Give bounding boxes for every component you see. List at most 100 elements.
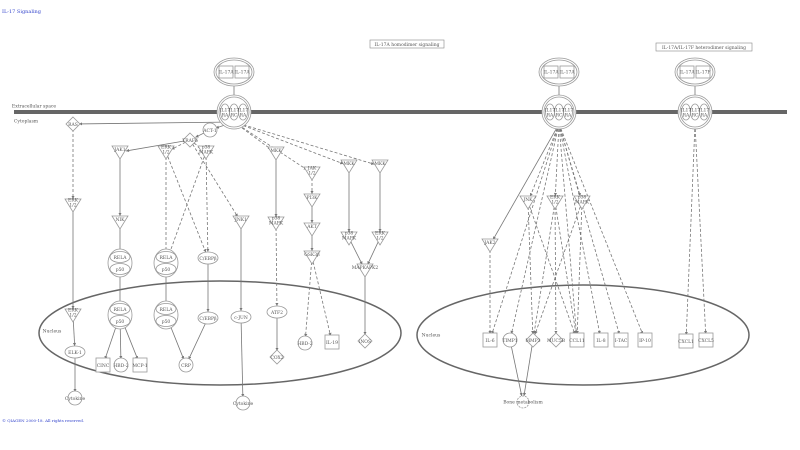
node-bone[interactable]: Bone metabolism [503,395,543,409]
node-label: TIMP1 [502,338,517,344]
node-hbd2a[interactable]: HBD-2 [113,357,129,373]
ligand-box [234,65,250,79]
ligand-label: IL-17A [543,70,559,76]
node-mcp1[interactable]: MCP-1 [132,357,148,373]
node-traf6[interactable]: TRAF6 [182,132,198,148]
edge-R0-ras [78,121,235,126]
edge-R2-cxcl5 [694,123,708,335]
node-label: c-JUN [234,315,248,321]
nucleus-right-label: Nucleus [422,333,441,339]
edge-R1-ccl11 [558,123,578,335]
copyright-notice[interactable]: © QIAGEN 2000-18. All rights reserved. [2,418,85,423]
node-jak2[interactable]: JAK2 [481,238,499,253]
node-nik[interactable]: NIK [111,215,129,230]
edge-p38_c-atf2 [275,222,279,307]
node-crp[interactable]: CRP [178,357,194,373]
node-inos[interactable]: iNOS [357,333,373,349]
node-label: MUC5B [547,338,566,344]
node-cyto-a[interactable]: Cytokine [65,390,86,406]
node-atf2[interactable]: ATF2 [266,305,288,319]
edge-p38_b-cebp [205,151,210,253]
node-cyto-b[interactable]: Cytokine [233,395,254,411]
node-cinc[interactable]: CINC [95,357,111,373]
edge-p38_r-ccl11 [575,201,583,335]
node-act1[interactable]: ACT-1 [202,122,218,138]
node-label: C/EBPβ [199,316,217,322]
ligand-box [695,65,711,79]
node-label: MKK [343,161,355,167]
receptor-subunit [563,103,573,121]
legend-box-homodimer: IL-17A homodimer signaling [369,39,445,49]
node-elk1[interactable]: ELK-1 [64,345,86,359]
node-label: Cytokine [65,396,86,402]
node-ccl11[interactable]: CCL11 [569,332,585,348]
node-cjun[interactable]: c-JUN [230,310,252,324]
cytoplasm-label: Cytoplasm [14,119,39,125]
node-cxcl1[interactable]: CXCL1 [678,333,694,349]
node-jnk-r[interactable]: JNK [519,195,537,210]
node-ras[interactable]: RAS [65,116,81,132]
node-gsk3b[interactable]: GSK3β [303,250,321,265]
node-jnk1[interactable]: JNK1 [232,215,250,230]
svg-text:IL-17A/IL-17F heterodimer sign: IL-17A/IL-17F heterodimer signaling [662,45,746,51]
node-timp1[interactable]: TIMP1 [502,332,518,348]
node-akt[interactable]: AKT [303,222,321,237]
edge-p38_r-mmp3 [534,201,583,335]
edge-p38_b-rela2 [167,151,207,258]
edge-R1-itac [558,123,620,335]
node-cebp-n[interactable]: C/EBPβ [197,311,219,325]
edge-jnk_r-ccl11 [527,201,576,335]
node-label: MAPKAPK2 [352,265,379,271]
node-ip10[interactable]: IP-10 [637,332,653,348]
node-pi3k[interactable]: PI3K [303,193,321,208]
node-jak1[interactable]: JAK1 [111,145,129,160]
edge-R1-il8 [558,123,601,335]
node-muc5b[interactable]: MUC5B [547,332,566,348]
node-label: C/EBPβ [199,256,217,262]
node-cxcl5[interactable]: CXCL5 [698,332,714,348]
edge-R0-jak12 [233,121,308,171]
node-mkk-c[interactable]: MKK [371,159,389,174]
node-cebp[interactable]: C/EBPβ [197,251,219,265]
node-il8[interactable]: IL-8 [593,332,609,348]
node-mmp3[interactable]: MMP3 [525,332,541,348]
node-label: RAS [68,122,78,128]
node-mapkapk2[interactable]: MAPKAPK2 [352,263,379,278]
node-label: JAK1 [113,147,125,153]
node-mkk-a[interactable]: MKK [267,146,285,161]
node-hbd2b[interactable]: HBD-2 [297,335,313,351]
node-itac[interactable]: I-TAC [613,332,629,348]
node-il19[interactable]: IL-19 [324,334,340,350]
node-il6[interactable]: IL-6 [482,332,498,348]
node-mkk-b[interactable]: MKK [340,159,358,174]
node-cox2[interactable]: COX2 [269,349,285,365]
ligand-label: IL-17A [218,70,234,76]
node-label: MCP-1 [132,363,147,369]
